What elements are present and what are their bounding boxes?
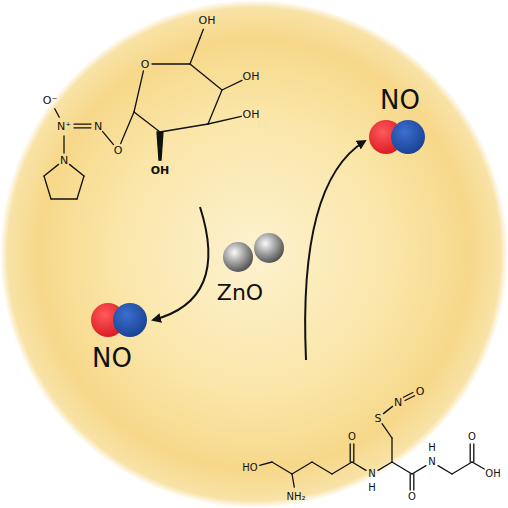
atom-label: HO	[242, 463, 257, 473]
atom-label: S	[375, 413, 382, 424]
bond-line	[74, 127, 91, 128]
bond-line	[352, 462, 366, 470]
bond-line	[134, 71, 143, 112]
bond-line	[272, 462, 292, 474]
atom-label: N	[94, 121, 102, 132]
atom-label: N	[428, 457, 435, 467]
bond-line	[63, 136, 64, 153]
atom-label: N	[60, 155, 68, 166]
bond-line	[413, 474, 414, 490]
atom-label: OH	[199, 15, 216, 26]
atom-label: OH	[243, 71, 260, 82]
molecule-label: NO	[380, 87, 420, 113]
bond-line	[292, 474, 294, 487]
bond-line	[200, 29, 203, 38]
bond-line	[391, 438, 392, 462]
release-arrow	[305, 141, 365, 360]
atom-label: O⁻	[43, 95, 57, 106]
bond-line	[353, 444, 354, 462]
nitrogen-atom	[113, 303, 147, 337]
bond-line	[292, 462, 312, 474]
bond-line	[392, 462, 412, 474]
bond-line	[152, 63, 190, 64]
bond-line	[472, 462, 484, 469]
atom-label: OH	[151, 165, 170, 176]
atom-label: NH₂	[286, 492, 305, 502]
atom-label: N	[368, 469, 375, 479]
bond-line	[102, 131, 113, 144]
bond-line	[208, 90, 222, 124]
bond-line	[222, 80, 242, 90]
bond-line	[350, 444, 351, 462]
bond-line	[44, 176, 51, 199]
bond-line	[77, 176, 84, 199]
atom-label: H	[368, 483, 376, 493]
atom-label: O	[141, 59, 150, 70]
bond-line	[55, 109, 60, 117]
bond-line	[410, 474, 411, 490]
zno-particle	[254, 233, 284, 263]
bond-line	[190, 38, 200, 64]
bond-line	[470, 444, 471, 462]
bond-line	[412, 466, 426, 474]
bond-line	[438, 466, 452, 474]
bond-line	[44, 164, 59, 176]
bond-line	[190, 64, 222, 90]
bond-line	[405, 396, 414, 401]
bond-line	[312, 462, 332, 474]
bond-line	[121, 112, 134, 144]
atom-label: N⁺	[57, 121, 71, 132]
bond-line	[382, 424, 392, 438]
bond-line	[452, 462, 472, 474]
atom-label: OH	[485, 469, 500, 479]
bond-line	[74, 124, 91, 125]
molecule-label: NO	[92, 345, 132, 371]
zno-particle	[223, 242, 253, 272]
bond-line	[134, 112, 160, 132]
atom-label: O	[416, 386, 425, 397]
release-arrow	[153, 207, 208, 320]
atom-label: H	[428, 443, 436, 453]
bond-line	[332, 462, 352, 474]
bond-line	[260, 462, 272, 465]
bond-line	[383, 406, 392, 413]
atom-label: OH	[243, 109, 260, 120]
atom-label: N	[394, 397, 402, 408]
bond-line	[378, 462, 392, 470]
nitrogen-atom	[391, 120, 425, 154]
chemical-bonds	[44, 29, 484, 490]
material-label: ZnO	[217, 282, 263, 304]
bond-line	[160, 124, 208, 132]
wedge-bond	[157, 132, 163, 160]
atom-label: O	[348, 432, 356, 442]
atom-label: O	[114, 145, 123, 156]
bond-line	[69, 164, 84, 176]
bond-line	[473, 444, 474, 462]
bond-line	[208, 116, 241, 124]
atom-label: O	[408, 492, 416, 502]
bond-line	[51, 198, 77, 199]
atom-label: O	[468, 432, 476, 442]
